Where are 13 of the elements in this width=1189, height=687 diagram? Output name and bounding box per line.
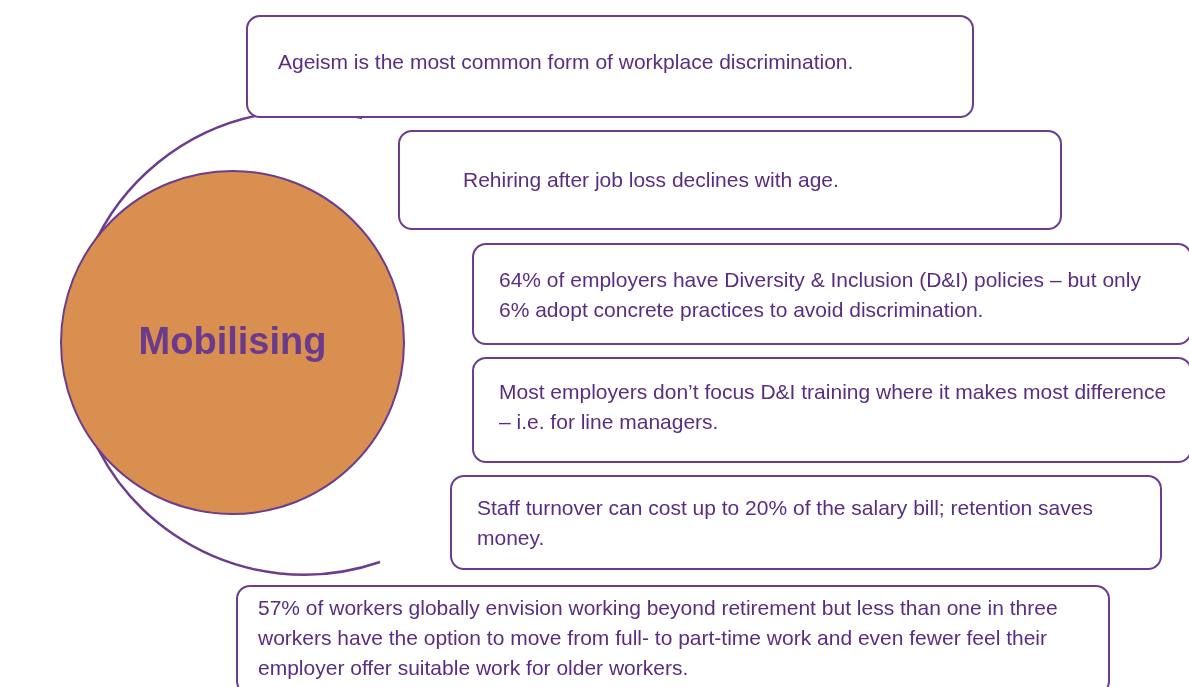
callout-box <box>472 243 1189 345</box>
callout-box <box>398 130 1062 230</box>
callout-box <box>236 585 1110 687</box>
topic-label: Mobilising <box>137 320 328 363</box>
callout-box <box>450 475 1162 570</box>
fact-text: Ageism is the most common form of workplace discrimination. <box>278 49 855 75</box>
fact-text: 64% of employers have Diversity & Inclusion (D&I) policies – but only 6% adopt concrete practices to avoid discrimination. <box>499 267 1142 323</box>
callout-box <box>472 357 1189 463</box>
fact-text: Most employers don’t focus D&I training where it makes most difference – i.e. for line managers. <box>499 379 1168 435</box>
fact-text: Rehiring after job loss declines with age. <box>463 167 840 193</box>
callout-box <box>246 15 974 118</box>
fact-text: Staff turnover can cost up to 20% of the salary bill; retention saves money. <box>477 495 1094 551</box>
fact-text: 57% of workers globally envision working beyond retirement but less than one in three workers have the option to move from full- to part-time work and even fewer feel their employer offer suitable work for older workers. <box>258 595 1059 681</box>
